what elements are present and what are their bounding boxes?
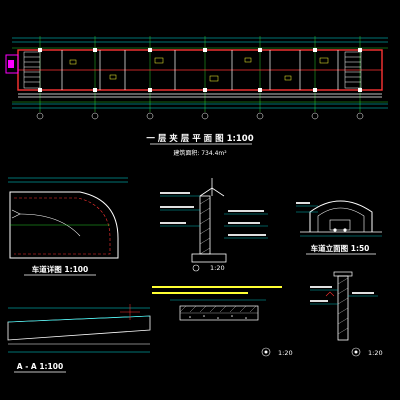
ramp-elevation: [296, 200, 382, 237]
wall-section-scale-bubble: [192, 264, 200, 272]
wall-section-note-text: [160, 192, 266, 236]
plan-axis-bubbles: [36, 112, 364, 120]
elevation-title: 车道立面图 1:50: [311, 243, 370, 253]
section-aa-hatch: [7, 315, 151, 323]
section-aa-slope: [7, 315, 151, 341]
plan-accent-block: [5, 54, 19, 74]
elevation-note: [296, 202, 310, 204]
detail-right-cap: [333, 271, 353, 277]
ramp-plan-turn-arc: [19, 213, 81, 237]
section-aa: [7, 304, 151, 353]
plan-title: 一 层 夹 层 平 面 图 1:100: [146, 133, 253, 144]
plan-top-dimensions: [12, 37, 388, 43]
wall-section-scale-tag: 1:20: [210, 264, 225, 272]
elevation-car-wheel-right: [343, 228, 347, 232]
section-aa-title: A - A 1:100: [17, 362, 63, 371]
elevation-arch-outer: [309, 200, 373, 232]
elevation-car-wheel-left: [333, 228, 337, 232]
plan-grid-lines: [12, 36, 388, 112]
detail-left-scale-tag: 1:20: [278, 349, 293, 357]
detail-right-scale-bubble-dot: [354, 350, 358, 354]
ramp-plan-title: 车道详图 1:100: [32, 264, 88, 274]
detail-right-scale-bubble: [351, 347, 361, 357]
wall-section-wall-hatch: [199, 197, 211, 255]
ramp-plan-inner-curve: [14, 197, 111, 255]
ramp-plan-dimensions: [8, 177, 128, 183]
detail-right: [310, 271, 378, 341]
elevation-dimensions: [296, 205, 382, 237]
wall-section-notes: [160, 195, 268, 239]
elevation-arch-inner: [317, 207, 365, 232]
elevation-car: [329, 219, 351, 231]
detail-right-scale-tag: 1:20: [368, 349, 383, 357]
ramp-plan-left-mark: [11, 209, 21, 219]
plan-stair-right: [344, 51, 362, 89]
wall-section-footing: [191, 253, 227, 263]
plan-accent-fill: [8, 60, 14, 68]
detail-left-scale-bubble: [261, 347, 271, 357]
plan-fixtures: [69, 57, 329, 82]
wall-section-parapet: [199, 187, 225, 197]
plan-walls: [17, 49, 383, 91]
general-notes: [152, 286, 282, 294]
ramp-section-strip: [170, 299, 266, 321]
plan-bottom-dimensions: [12, 103, 388, 109]
plan-columns: [38, 48, 362, 92]
ramp-plan: [8, 177, 128, 259]
plan-stair-left: [23, 51, 41, 89]
wall-section-wall: [199, 195, 211, 255]
wall-section: [160, 178, 268, 263]
detail-left-scale-bubble-dot: [264, 350, 268, 354]
ramp-plan-outline: [9, 191, 119, 259]
section-aa-dimensions: [8, 307, 150, 353]
floor-plan: [5, 36, 388, 120]
detail-right-wall: [337, 275, 349, 341]
plan-partitions: [18, 50, 382, 98]
section-aa-marks: [120, 304, 140, 320]
plan-area-label: 建筑面积: 734.4m²: [173, 149, 227, 157]
